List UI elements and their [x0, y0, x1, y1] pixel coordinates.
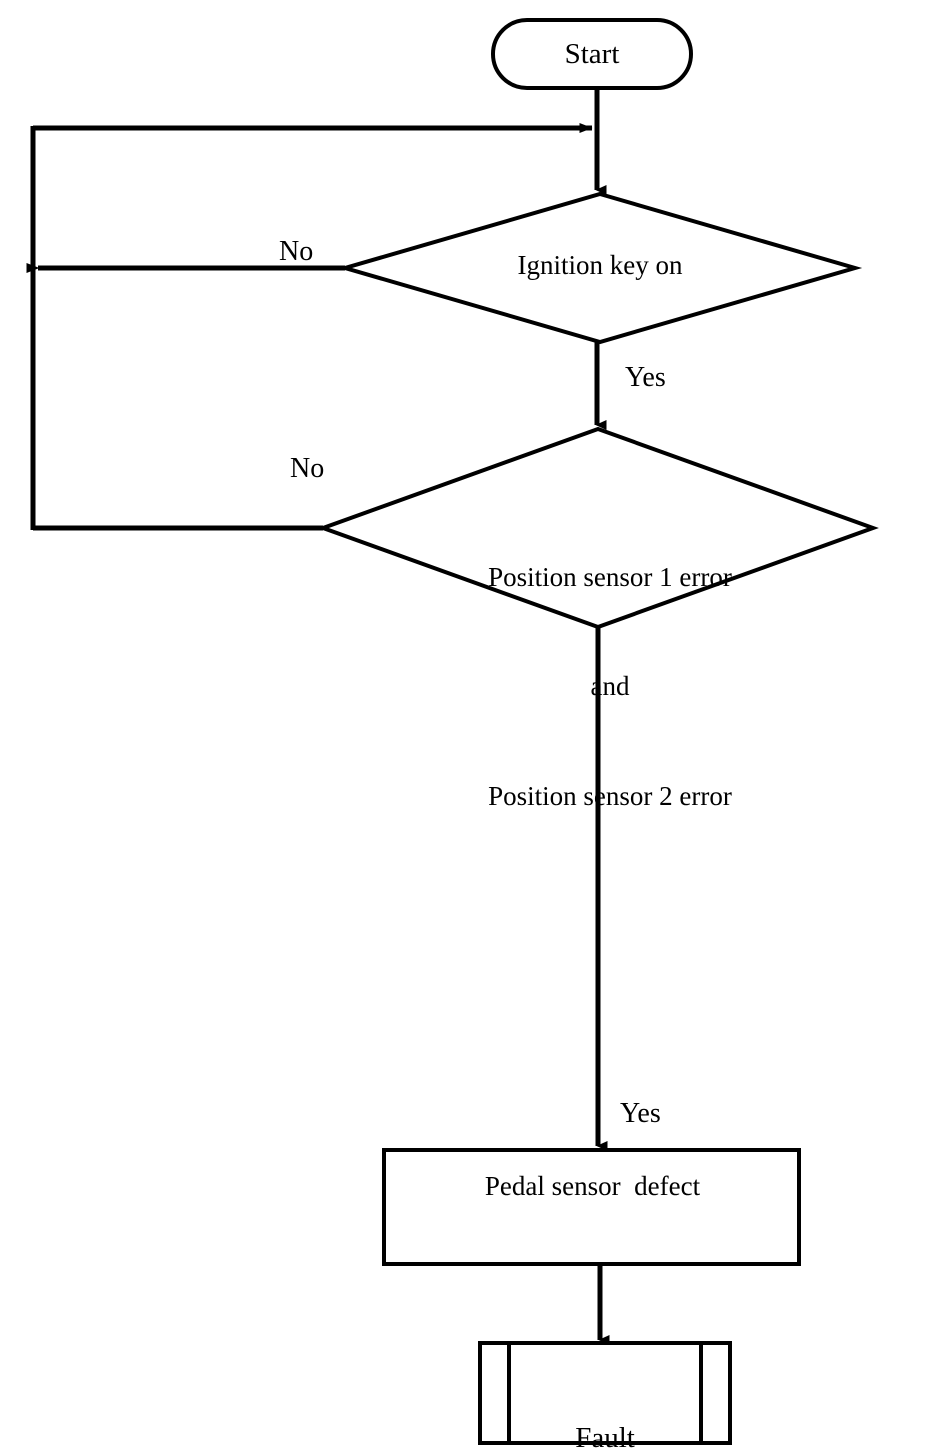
node-start-shape [491, 18, 693, 90]
node-process-1-label: Pedal sensor defect [484, 1171, 701, 1201]
edge-label-decision-1-no: No [279, 236, 314, 267]
node-decision-2-label: Position sensor 1 error and Position sen… [400, 486, 820, 887]
edge-label-decision-1-yes: Yes [625, 362, 666, 393]
node-decision-1-label: Ignition key on [517, 250, 683, 280]
node-decision-2-label-line-2: and [590, 671, 630, 702]
node-process-1-shape [382, 1148, 801, 1266]
node-subroutine-label-line-1: Fault [575, 1422, 635, 1455]
node-decision-2-label-line-1: Position sensor 1 error [488, 561, 732, 592]
node-subroutine-label: Fault Processing [508, 1365, 702, 1456]
node-decision-2-label-line-3: Position sensor 2 error [488, 780, 732, 811]
edge-label-decision-2-yes: Yes [620, 1098, 661, 1129]
edge-label-decision-2-no: No [290, 453, 325, 484]
node-decision-1-shape [337, 191, 863, 345]
node-start-label: Start [564, 38, 620, 70]
